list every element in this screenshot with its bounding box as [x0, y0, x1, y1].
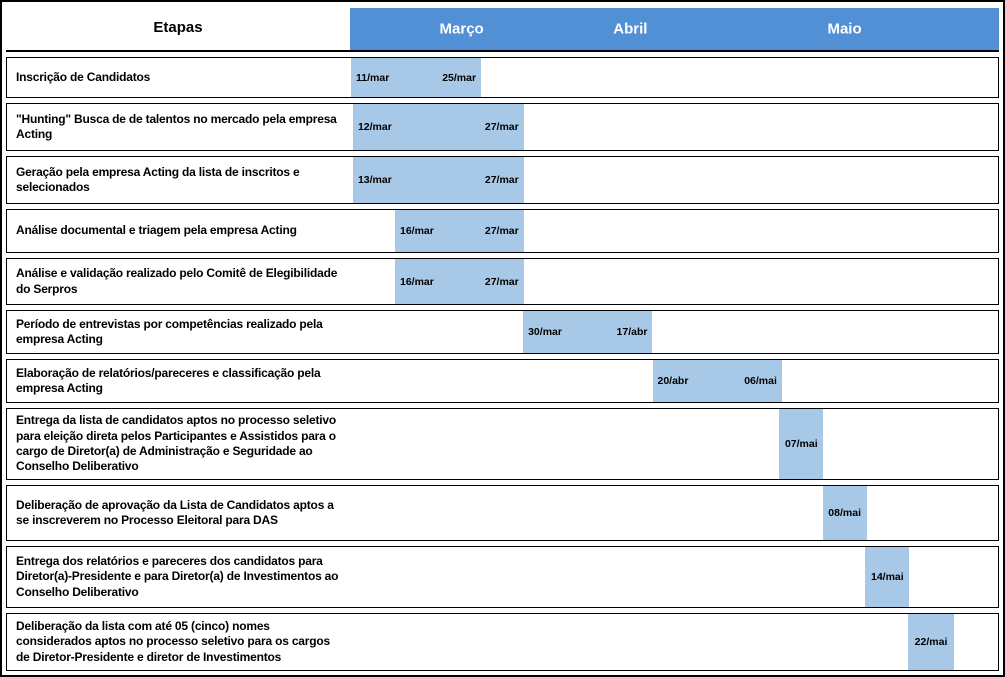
task-label: "Hunting" Busca de de talentos no mercad… — [16, 111, 337, 141]
bar-date: 07/mai — [784, 438, 818, 450]
bar-end-date: 27/mar — [484, 174, 519, 186]
task-row: Período de entrevistas por competências … — [6, 310, 999, 354]
timeline-cell: 08/mai — [351, 486, 998, 540]
task-label: Elaboração de relatórios/pareceres e cla… — [16, 365, 321, 395]
timeline-cell: 30/mar 17/abr — [351, 311, 998, 353]
gantt-bar: 16/mar 27/mar — [394, 259, 524, 304]
bar-start-date: 13/mar — [357, 174, 392, 186]
task-label: Entrega da lista de candidatos aptos no … — [16, 413, 337, 474]
gantt-bar: 20/abr 06/mai — [652, 360, 782, 402]
gantt-bar: 16/mar 27/mar — [394, 210, 524, 252]
task-row: Entrega da lista de candidatos aptos no … — [6, 408, 999, 480]
timeline-cell: 13/mar 27/mar — [351, 157, 998, 203]
bar-end-date: 06/mai — [744, 375, 777, 387]
months-header-band: Março Abril Maio — [350, 8, 999, 50]
task-row: "Hunting" Busca de de talentos no mercad… — [6, 103, 999, 151]
task-row: Elaboração de relatórios/pareceres e cla… — [6, 359, 999, 403]
bar-start-date: 16/mar — [399, 225, 434, 237]
timeline-cell: 20/abr 06/mai — [351, 360, 998, 402]
task-label: Deliberação da lista com até 05 (cinco) … — [16, 618, 330, 664]
task-label: Período de entrevistas por competências … — [16, 316, 323, 346]
task-row: Entrega dos relatórios e pareceres dos c… — [6, 546, 999, 608]
gantt-bar: 13/mar 27/mar — [352, 157, 524, 203]
task-row: Geração pela empresa Acting da lista de … — [6, 156, 999, 204]
gantt-bar: 30/mar 17/abr — [523, 311, 653, 353]
timeline-cell: 07/mai — [351, 409, 998, 479]
task-label: Análise documental e triagem pela empres… — [16, 223, 297, 238]
bar-start-date: 12/mar — [357, 121, 392, 133]
bar-start-date: 30/mar — [528, 326, 562, 338]
gantt-bar: 11/mar 25/mar — [351, 58, 482, 97]
bar-end-date: 27/mar — [484, 121, 519, 133]
bar-start-date: 11/mar — [356, 71, 390, 84]
bar-date: 22/mai — [914, 636, 948, 648]
task-label: Geração pela empresa Acting da lista de … — [16, 164, 300, 194]
month-label-abril: Abril — [613, 20, 648, 38]
timeline-cell: 11/mar 25/mar — [351, 58, 998, 97]
bar-start-date: 20/abr — [657, 375, 689, 387]
gantt-bar: 12/mar 27/mar — [352, 104, 524, 150]
bar-end-date: 17/abr — [616, 326, 648, 338]
timeline-cell: 12/mar 27/mar — [351, 104, 998, 150]
task-row: Deliberação de aprovação da Lista de Can… — [6, 485, 999, 541]
task-row: Análise e validação realizado pelo Comit… — [6, 258, 999, 305]
task-row: Inscrição de Candidatos 11/mar 25/mar — [6, 57, 999, 98]
task-row: Deliberação da lista com até 05 (cinco) … — [6, 613, 999, 671]
gantt-bar: 08/mai — [822, 486, 867, 540]
timeline-cell: 16/mar 27/mar — [351, 259, 998, 304]
gantt-bar: 14/mai — [865, 547, 910, 607]
task-label: Análise e validação realizado pelo Comit… — [16, 266, 338, 296]
bar-end-date: 27/mar — [484, 225, 519, 237]
task-label: Deliberação de aprovação da Lista de Can… — [16, 497, 334, 527]
gantt-bar: 22/mai — [908, 614, 954, 670]
bar-end-date: 27/mar — [484, 275, 519, 288]
task-row: Análise documental e triagem pela empres… — [6, 209, 999, 253]
bar-date: 08/mai — [828, 507, 861, 519]
timeline-cell: 22/mai — [351, 614, 998, 670]
task-label: Inscrição de Candidatos — [16, 69, 151, 84]
bar-end-date: 25/mar — [442, 71, 477, 84]
header-row: Etapas Março Abril Maio — [6, 5, 999, 52]
task-label: Entrega dos relatórios e pareceres dos c… — [16, 553, 339, 599]
etapas-header-cell: Etapas — [6, 5, 350, 50]
month-label-maio: Maio — [827, 20, 862, 38]
month-label-marco: Março — [439, 20, 484, 38]
bar-date: 14/mai — [871, 571, 904, 583]
timeline-cell: 14/mai — [351, 547, 998, 607]
timeline-cell: 16/mar 27/mar — [351, 210, 998, 252]
bar-start-date: 16/mar — [399, 275, 434, 288]
gantt-bar: 07/mai — [779, 409, 824, 479]
